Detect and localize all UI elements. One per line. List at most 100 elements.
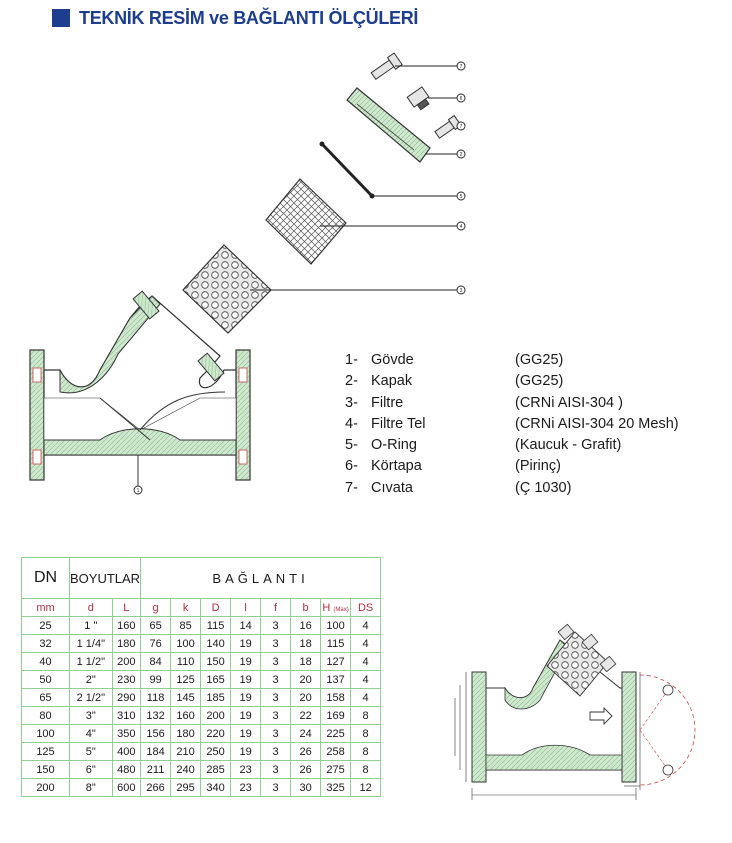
- table-cell: 480: [111, 760, 142, 779]
- table-cell: 184: [140, 742, 172, 761]
- col-DS: DS: [350, 598, 382, 617]
- callout-label: 7: [460, 124, 463, 130]
- table-cell: 85: [170, 616, 202, 635]
- table-cell: 110: [170, 652, 202, 671]
- callout-label: 5: [460, 194, 463, 200]
- table-cell: 250: [200, 742, 232, 761]
- part-row: 1- Gövde (GG25): [345, 350, 705, 371]
- table-cell: 185: [200, 688, 232, 707]
- o-ring-part: [319, 141, 375, 199]
- part-number: 7-: [345, 479, 358, 496]
- part-material: (CRNi AISI-304 20 Mesh): [515, 415, 679, 432]
- table-cell: 3: [260, 634, 292, 653]
- table-cell: 2": [69, 670, 113, 689]
- table-cell: 200: [111, 652, 142, 671]
- table-cell: 4: [350, 688, 382, 707]
- table-cell: 8: [350, 760, 382, 779]
- table-cell: 30: [290, 778, 322, 797]
- table-cell: 211: [140, 760, 172, 779]
- table-cell: 160: [111, 616, 142, 635]
- page-header: TEKNİK RESİM ve BAĞLANTI ÖLÇÜLERİ: [52, 6, 418, 30]
- table-cell: 220: [200, 724, 232, 743]
- table-cell: 350: [111, 724, 142, 743]
- table-cell: 26: [290, 742, 322, 761]
- plug-part: [406, 86, 430, 111]
- table-cell: 4: [350, 670, 382, 689]
- part-row: 6- Körtapa (Pirinç): [345, 456, 705, 477]
- table-cell: 340: [200, 778, 232, 797]
- part-name: Cıvata: [371, 479, 413, 496]
- dn-header: DN: [21, 557, 70, 599]
- table-cell: 160: [170, 706, 202, 725]
- filter-part: [182, 244, 272, 334]
- table-cell: 4: [350, 616, 382, 635]
- table-cell: 150: [21, 760, 70, 779]
- table-cell: 8: [350, 742, 382, 761]
- table-cell: 4: [350, 652, 382, 671]
- table-cell: 125: [21, 742, 70, 761]
- table-cell: 23: [230, 778, 262, 797]
- table-cell: 20: [290, 688, 322, 707]
- table-cell: 5": [69, 742, 113, 761]
- table-cell: 132: [140, 706, 172, 725]
- table-cell: 1 1/4": [69, 634, 113, 653]
- table-cell: 400: [111, 742, 142, 761]
- table-cell: 24: [290, 724, 322, 743]
- table-cell: 14: [230, 616, 262, 635]
- part-material: (GG25): [515, 352, 564, 368]
- table-cell: 3: [260, 688, 292, 707]
- table-cell: 19: [230, 670, 262, 689]
- table-cell: 127: [320, 652, 352, 671]
- callout-label: 1: [137, 488, 140, 494]
- table-cell: 19: [230, 652, 262, 671]
- table-cell: 158: [320, 688, 352, 707]
- table-cell: 65: [21, 688, 70, 707]
- table-cell: 32: [21, 634, 70, 653]
- part-row: 4- Filtre Tel (CRNi AISI-304 20 Mesh): [345, 414, 705, 435]
- table-cell: 180: [170, 724, 202, 743]
- table-cell: 210: [170, 742, 202, 761]
- table-cell: 16: [290, 616, 322, 635]
- table-cell: 325: [320, 778, 352, 797]
- callout-circles: [133, 61, 466, 495]
- part-name: Kapak: [371, 373, 413, 390]
- table-cell: 8: [350, 706, 382, 725]
- header-square-icon: [52, 9, 70, 27]
- col-f: f: [260, 598, 292, 617]
- baglanti-header: BAĞLANTI: [140, 557, 382, 599]
- table-cell: 115: [320, 634, 352, 653]
- table-cell: 19: [230, 742, 262, 761]
- filter-wire-part: [265, 178, 347, 265]
- table-cell: 3": [69, 706, 113, 725]
- table-cell: 8: [350, 724, 382, 743]
- table-cell: 115: [200, 616, 232, 635]
- callout-label: 6: [460, 96, 463, 102]
- table-cell: 165: [200, 670, 232, 689]
- table-cell: 18: [290, 652, 322, 671]
- table-cell: 2 1/2": [69, 688, 113, 707]
- part-name: Gövde: [371, 352, 414, 368]
- col-b: b: [290, 598, 322, 617]
- table-subheader-row: mm d L g k D l f b H (Max) DS: [21, 598, 382, 617]
- part-material: (Pirinç): [515, 458, 561, 475]
- table-cell: 80: [21, 706, 70, 725]
- table-cell: 285: [200, 760, 232, 779]
- table-cell: 76: [140, 634, 172, 653]
- leader-lines: [137, 65, 458, 487]
- table-cell: 310: [111, 706, 142, 725]
- table-cell: 19: [230, 688, 262, 707]
- col-k: k: [170, 598, 202, 617]
- table-cell: 200: [21, 778, 70, 797]
- table-cell: 200: [200, 706, 232, 725]
- part-row: 2- Kapak (GG25): [345, 371, 705, 392]
- callout-label: 2: [460, 152, 463, 158]
- page-title: TEKNİK RESİM ve BAĞLANTI ÖLÇÜLERİ: [79, 7, 419, 28]
